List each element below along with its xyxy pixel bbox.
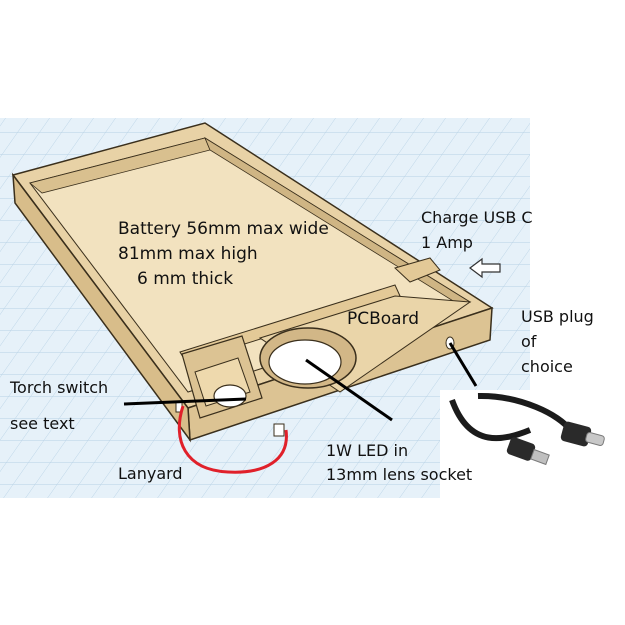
usb-label-line1: USB plug: [521, 307, 594, 326]
leader-usb: [448, 342, 478, 387]
usb-label-line3: choice: [521, 357, 573, 376]
usb-cable-icon: [440, 390, 610, 500]
arrow-left-icon: [469, 257, 501, 279]
battery-label-line3: 6 mm thick: [137, 269, 234, 289]
lanyard-label: Lanyard: [118, 464, 183, 483]
leader-torch-switch: [123, 397, 247, 406]
pcboard-label: PCBoard: [347, 309, 420, 329]
pcb-cavity-wall: [394, 257, 441, 283]
case-left-wall: [12, 172, 191, 443]
usb-label-line2: of: [521, 332, 537, 351]
battery-label-line1: Battery 56mm max wide: [118, 219, 329, 239]
leader-led: [305, 358, 393, 422]
lanyard-slot: [273, 423, 285, 437]
charge-label-line1: Charge USB C: [421, 208, 533, 227]
led-socket: [259, 327, 357, 389]
lanyard-loop: [177, 405, 288, 474]
switch-compartment: [181, 335, 263, 419]
torch-label-line2: see text: [10, 414, 75, 433]
led-label-line2: 13mm lens socket: [326, 465, 473, 484]
torch-label-line1: Torch switch: [10, 378, 109, 397]
led-label-line1: 1W LED in: [326, 441, 409, 460]
battery-label-line2: 81mm max high: [118, 244, 258, 264]
charge-label-line2: 1 Amp: [421, 233, 473, 252]
